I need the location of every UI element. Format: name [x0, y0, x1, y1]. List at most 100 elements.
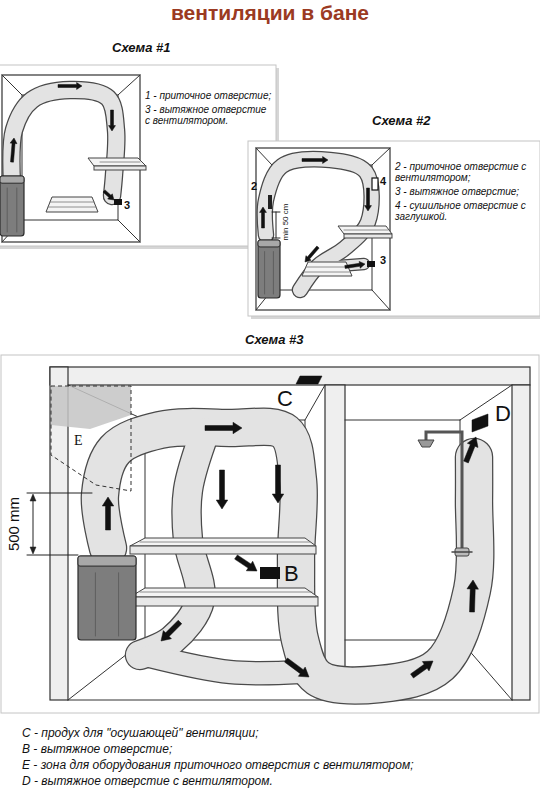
dimension-line [27, 555, 78, 556]
dimension-line [33, 496, 34, 552]
page-title: вентиляции в бане [0, 1, 540, 25]
callout-letter: D [495, 401, 511, 426]
flow-arrow [365, 188, 372, 211]
bench-slat [344, 230, 388, 231]
flow-arrow [235, 555, 257, 571]
legend-note: 3 - вытяжное отверстие с вентилятором. [145, 104, 273, 126]
heater-body [0, 176, 24, 236]
flow-arrow [102, 497, 114, 530]
legend-note: 4 - сушильное отверстие с заглушкой. [395, 200, 537, 222]
room-edge [2, 75, 22, 95]
heater-line [95, 573, 96, 636]
zone-shape [50, 385, 132, 493]
shower-pipe [426, 432, 462, 552]
airflow-band [100, 427, 475, 686]
dimension-label: 500 mm [5, 497, 22, 551]
scheme-heading: Схема #2 [372, 113, 492, 128]
flow-arrow [302, 157, 328, 164]
flow-arrow [205, 422, 242, 434]
flow-arrow [464, 437, 478, 463]
legend-note: 2 - приточное отверстие с вентилятором; [395, 161, 537, 183]
heater-body [78, 556, 136, 640]
flow-arrow [272, 465, 284, 503]
scheme-panel: Схема #11 - приточное отверстие;3 - вытя… [0, 65, 276, 246]
callout-letter: B [284, 561, 299, 586]
room-edge [118, 220, 140, 242]
dimension-arrow [30, 547, 36, 554]
scheme-heading: Схема #3 [245, 332, 365, 347]
legend-note: B - вытяжное отверстие; [22, 743, 172, 757]
bench-slat [140, 592, 312, 593]
scheme-panel: Схема #22 - приточное отверстие с вентил… [248, 141, 540, 316]
bench-seat [130, 588, 318, 597]
exhaust-vent [260, 567, 280, 579]
panel-card [1, 355, 539, 713]
floor-line [68, 699, 325, 700]
flow-arrow [260, 207, 267, 228]
dimension-line [272, 238, 280, 239]
heater-body [258, 240, 280, 298]
legend-note: 1 - приточное отверстие; [145, 90, 273, 101]
room-edge [372, 148, 390, 165]
dimension-line [27, 493, 92, 494]
flow-arrow [411, 661, 433, 678]
exhaust-vent [114, 199, 122, 205]
dimension-line [276, 212, 277, 238]
bench-slat [100, 162, 140, 163]
wall-section [325, 385, 345, 700]
airflow-outline [150, 656, 300, 673]
zone-border [51, 386, 131, 491]
callout-letter: C [277, 386, 293, 411]
callout-number: 3 [380, 254, 386, 267]
heater-line [7, 188, 8, 232]
flow-arrow [58, 83, 82, 90]
scheme-panel: Схема #3E [0, 355, 540, 713]
bench-seat [302, 262, 352, 276]
dimension-arrow [30, 494, 36, 501]
heater-line [264, 252, 265, 294]
airflow-band [150, 656, 300, 673]
scheme-heading: Схема #1 [112, 40, 232, 55]
flow-arrow [345, 261, 365, 268]
flow-arrow [161, 620, 182, 641]
zone-letter: E [74, 433, 83, 449]
legend-note: 3 - вытяжное отверстие; [395, 186, 537, 197]
airflow-band [11, 90, 116, 196]
room-edge [256, 148, 272, 165]
bench-seat [46, 197, 98, 212]
airflow-outline [265, 159, 372, 290]
heater-top [78, 556, 136, 566]
exhaust-vent [472, 414, 488, 432]
airflow-outline [11, 90, 116, 196]
flow-arrow [109, 110, 116, 131]
bench-front [130, 597, 318, 606]
room-edge [372, 290, 390, 310]
zone-outline: E [50, 385, 132, 493]
bench-front [344, 234, 392, 238]
callout-number: 4 [380, 175, 386, 188]
zone-shade [51, 386, 131, 429]
callout-number: 3 [124, 199, 130, 212]
heater-line [118, 573, 119, 636]
heater-top [0, 176, 24, 183]
room-edge [305, 385, 325, 420]
callout-number: 2 [251, 180, 257, 193]
flow-arrow [103, 190, 114, 200]
bench-seat [338, 226, 392, 234]
drying-vent [372, 178, 378, 190]
flow-arrow [305, 246, 319, 262]
exhaust-vent [367, 261, 375, 267]
heater-line [273, 252, 274, 294]
bench-seat [88, 158, 146, 166]
airflow-outline [100, 427, 475, 686]
room-edge [118, 75, 140, 95]
airflow-band [265, 159, 372, 290]
drying-vent [296, 376, 322, 384]
heater-line [16, 188, 17, 232]
dimension-label: min 50 cm [281, 204, 290, 241]
bench-slat [48, 207, 96, 208]
heater-top [258, 240, 280, 247]
dimension-line [272, 212, 280, 213]
